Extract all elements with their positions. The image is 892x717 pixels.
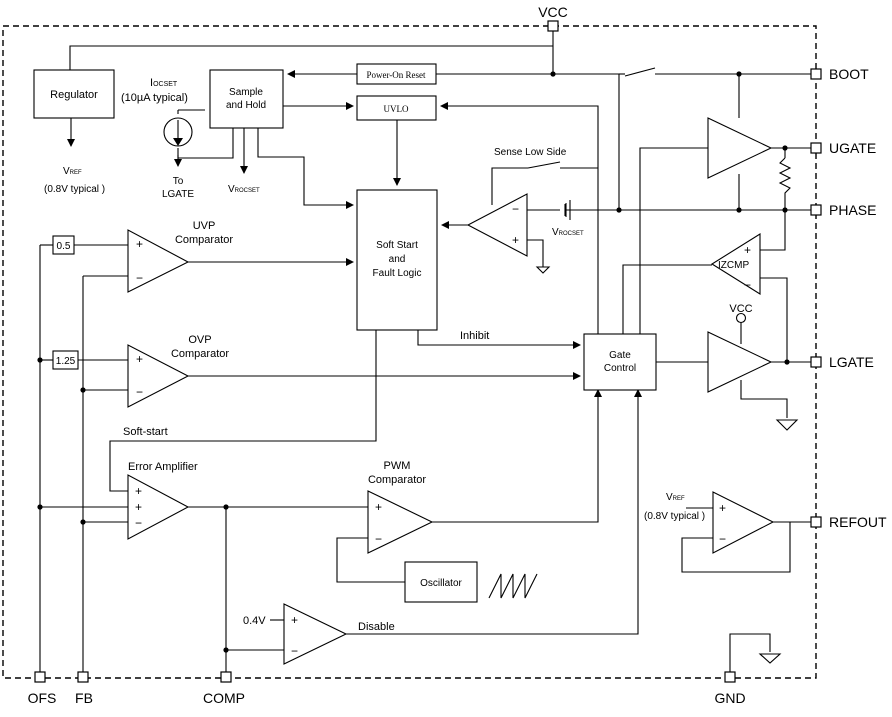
regulator-label: Regulator <box>50 89 98 101</box>
sense-low-side-label: Sense Low Side <box>494 147 567 158</box>
refout-minus: − <box>719 532 726 546</box>
iocset-label: IOCSET <box>150 77 178 89</box>
soft-start-label-2: and <box>389 254 406 265</box>
disable-comparator: + − <box>283 603 348 665</box>
uvlo-block: UVLO <box>356 95 437 121</box>
ref-box-05: 0.5 <box>52 235 75 255</box>
v04-label: 0.4V <box>243 615 266 627</box>
izcmp-label: IZCMP <box>718 260 749 271</box>
sample-hold-label-1: Sample <box>229 87 263 98</box>
gate-control-block: Gate Control <box>583 333 657 391</box>
uvp-plus: + <box>136 237 143 251</box>
pin-comp-label: COMP <box>203 690 245 706</box>
wiring <box>39 31 811 675</box>
ref-05-label: 0.5 <box>57 241 71 252</box>
pin-phase-label: PHASE <box>829 202 876 218</box>
error-amplifier-label: Error Amplifier <box>128 461 198 473</box>
chip-boundary <box>2 25 817 679</box>
ref-box-125: 1.25 <box>52 350 79 370</box>
power-on-reset-block: Power-On Reset <box>356 63 437 85</box>
sample-hold-label-2: and Hold <box>226 100 266 111</box>
disable-label: Disable <box>358 621 395 633</box>
refout-plus: + <box>719 501 726 515</box>
sense-comparator: − + <box>466 193 528 257</box>
disable-minus: − <box>291 644 298 658</box>
iocset-typical: (10µA typical) <box>121 92 188 104</box>
uvp-label-2: Comparator <box>175 234 233 246</box>
oscillator-block: Oscillator <box>404 561 538 603</box>
uvp-minus: − <box>136 271 143 285</box>
refout-typical: (0.8V typical ) <box>644 511 705 522</box>
error-amplifier: + + − <box>127 474 190 540</box>
ovp-comparator: + − <box>127 344 190 408</box>
vcc-lgate-label: VCC <box>729 303 752 315</box>
sense-plus: + <box>512 233 519 247</box>
pin-refout-label: REFOUT <box>829 514 887 530</box>
ovp-minus: − <box>136 385 143 399</box>
lgate-driver <box>707 312 773 393</box>
soft-start-block: Soft Start and Fault Logic <box>356 189 438 331</box>
regulator-block: Regulator <box>33 69 115 119</box>
uvp-comparator: + − <box>127 229 190 293</box>
pwm-plus: + <box>375 500 382 514</box>
inhibit-label: Inhibit <box>460 330 489 342</box>
vrocset-label: VROCSET <box>228 184 260 195</box>
oscillator-label: Oscillator <box>420 578 462 589</box>
pin-boot-label: BOOT <box>829 66 869 82</box>
ovp-label-2: Comparator <box>171 348 229 360</box>
refout-buffer: + − <box>712 491 775 554</box>
vref-typical: (0.8V typical ) <box>44 184 105 195</box>
sense-minus: − <box>512 202 519 216</box>
pin-gnd-label: GND <box>714 690 745 706</box>
pin-lgate-label: LGATE <box>829 354 874 370</box>
vrocset2-label: VROCSET <box>552 227 584 238</box>
izcmp-plus: + <box>744 243 751 257</box>
ea-plus-1: + <box>135 484 142 498</box>
soft-start-line-label: Soft-start <box>123 426 168 438</box>
ea-plus-2: + <box>135 500 142 514</box>
pin-fb-label: FB <box>75 690 93 706</box>
pwm-minus: − <box>375 532 382 546</box>
soft-start-label-1: Soft Start <box>376 240 418 251</box>
pwm-label-2: Comparator <box>368 474 426 486</box>
disable-plus: + <box>291 613 298 627</box>
uvlo-label: UVLO <box>384 104 409 114</box>
ovp-plus: + <box>136 352 143 366</box>
to-lgate-1: To <box>173 176 184 187</box>
ea-minus: − <box>135 516 142 530</box>
ugate-driver <box>707 117 773 179</box>
ref-125-label: 1.25 <box>56 356 76 367</box>
pin-ofs-label: OFS <box>28 690 57 706</box>
pwm-comparator: + − <box>367 490 434 554</box>
pin-vcc-label: VCC <box>538 4 568 20</box>
pin-ugate-label: UGATE <box>829 140 876 156</box>
power-on-reset-label: Power-On Reset <box>366 70 426 80</box>
vref-label: VREF <box>63 166 82 177</box>
junction-dots <box>37 71 790 653</box>
uvp-label-1: UVP <box>193 220 216 232</box>
sample-hold-block: Sample and Hold <box>209 69 284 129</box>
soft-start-label-3: Fault Logic <box>373 268 422 279</box>
pwm-label-1: PWM <box>384 460 411 472</box>
gate-control-label-2: Control <box>604 363 636 374</box>
gate-control-label-1: Gate <box>609 350 631 361</box>
pins <box>34 20 822 683</box>
to-lgate-2: LGATE <box>162 189 194 200</box>
current-source-icon <box>163 117 193 147</box>
izcmp-comparator: + − <box>710 233 761 295</box>
refout-vref-label: VREF <box>666 492 685 503</box>
izcmp-minus: − <box>744 278 751 292</box>
ovp-label-1: OVP <box>188 334 211 346</box>
sawtooth-icon <box>488 573 538 599</box>
